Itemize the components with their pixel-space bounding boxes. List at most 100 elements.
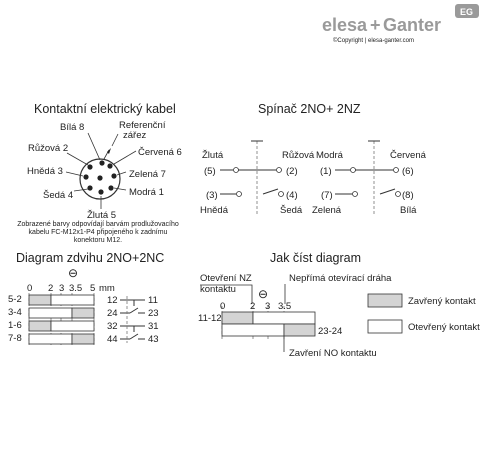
contact-terminal: [276, 167, 282, 173]
contact-terminal: [233, 167, 239, 173]
brand-logo: elesa + Ganter EG ©Copyright | elesa-gan…: [322, 4, 479, 44]
travel-tick-2: 2: [48, 283, 53, 294]
cable-note-line1: Zobrazené barvy odpovídají barvám prodlu…: [17, 221, 179, 228]
switch-terminal-7: (7): [321, 190, 333, 201]
legend-closed-label: Zavřený kontakt: [408, 296, 476, 307]
legend-open-label: Otevřený kontakt: [408, 322, 480, 333]
travel-tick-3: 3: [59, 283, 64, 294]
travel-terminal: 31: [148, 321, 159, 332]
travel-row-label: 7-8: [8, 333, 22, 344]
leader-line: [66, 152, 89, 166]
copyright: ©Copyright | elesa-ganter.com: [333, 37, 414, 44]
connector-pin: [87, 185, 93, 191]
contact-terminal: [352, 191, 358, 197]
travel-bar-closed: [28, 294, 52, 306]
switch-terminal-1: (1): [320, 166, 332, 177]
leader-line: [111, 133, 119, 147]
switch-terminal-2: (2): [286, 166, 298, 177]
leader-line: [116, 171, 127, 176]
travel-title: Diagram zdvihu 2NO+2NC: [16, 251, 164, 265]
howto-no-close: Zavření NO kontaktu: [289, 348, 377, 359]
connector-pin: [87, 164, 93, 170]
travel-axis-unit: mm: [99, 283, 115, 294]
travel-bar-open: [50, 294, 95, 306]
travel-bar-closed: [71, 307, 95, 319]
no-contact-symbol: [129, 307, 139, 314]
travel-bar-closed: [71, 333, 95, 345]
travel-tick-5: 5: [90, 283, 95, 294]
howto-tick-3-5: 3.5: [278, 301, 291, 312]
switch-label-white: Bílá: [400, 205, 417, 216]
howto-diagram: [200, 284, 403, 352]
switch-label-pink: Růžová: [282, 150, 315, 161]
pin-label-pink: Růžová 2: [28, 143, 68, 154]
travel-bar-open: [50, 320, 95, 332]
leader-line: [113, 150, 137, 165]
travel-bar-closed: [28, 320, 52, 332]
contact-terminal: [236, 191, 242, 197]
cable-note-line3: konektoru M12.: [74, 237, 122, 244]
travel-direction-icon: ⊖: [68, 266, 78, 280]
travel-tick-3-5: 3.5: [69, 283, 82, 294]
switch-label-yellow: Žlutá: [202, 150, 224, 161]
connector-pin: [111, 173, 117, 179]
switch-schematic: [220, 140, 401, 214]
no-contact-bar: [379, 188, 396, 195]
pin-label-blue: Modrá 1: [129, 187, 164, 198]
switch-label-brown: Hnědá: [200, 205, 229, 216]
travel-row-label: 1-6: [8, 320, 22, 331]
howto-bar-open: [221, 323, 285, 337]
leader-line: [65, 171, 84, 177]
pin-label-gray: Šedá 4: [43, 190, 73, 201]
travel-terminal: 23: [148, 308, 159, 319]
cable-title: Kontaktní elektrický kabel: [34, 102, 176, 116]
legend-open-swatch: [367, 319, 403, 334]
brand-plus: +: [370, 15, 381, 35]
travel-row-label: 5-2: [8, 294, 22, 305]
howto-nc-open-line2: kontaktu: [200, 284, 236, 295]
switch-label-blue: Modrá: [316, 150, 344, 161]
callout-line: [200, 284, 253, 304]
switch-terminal-8: (8): [402, 190, 414, 201]
leader-line: [73, 188, 89, 192]
pin-label-red: Červená 6: [138, 147, 182, 158]
travel-terminal: 43: [148, 334, 159, 345]
switch-label-red: Červená: [390, 150, 427, 161]
switch-terminal-5: (5): [204, 166, 216, 177]
travel-terminal: 24: [107, 308, 118, 319]
switch-label-green: Zelená: [312, 205, 342, 216]
pin-label-brown: Hnědá 3: [27, 166, 63, 177]
switch-title: Spínač 2NO+ 2NZ: [258, 102, 361, 116]
switch-label-gray: Šedá: [280, 205, 303, 216]
howto-bar-open: [252, 311, 316, 325]
brand-badge-text: EG: [460, 7, 473, 17]
notch-label-line1: Referenční: [119, 120, 166, 131]
brand-badge: [455, 4, 479, 18]
howto-direction-icon: ⊖: [258, 287, 268, 301]
travel-tick-0: 0: [27, 283, 32, 294]
leader-line: [87, 132, 101, 161]
travel-terminal: 44: [107, 334, 118, 345]
contact-terminal: [350, 167, 356, 173]
howto-row-bottom: 23-24: [318, 326, 342, 337]
pin-label-green: Zelená 7: [129, 169, 166, 180]
pin-label-white: Bílá 8: [60, 122, 84, 133]
howto-row-top: 11-12: [198, 313, 222, 324]
contact-terminal: [395, 191, 401, 197]
howto-title: Jak číst diagram: [270, 251, 361, 265]
contact-terminal: [393, 167, 399, 173]
howto-positive-opening: Nepřímá otevírací dráha: [289, 273, 392, 284]
travel-terminal: 11: [148, 295, 158, 306]
connector-pin: [98, 189, 104, 195]
connector-pin: [107, 163, 113, 169]
travel-row-label: 3-4: [8, 307, 22, 318]
connector-pin: [83, 174, 89, 180]
contact-terminal: [278, 191, 284, 197]
brand-name-right: Ganter: [383, 15, 441, 35]
travel-terminal: 32: [107, 321, 118, 332]
howto-bar-closed: [283, 323, 316, 337]
brand-name-left: elesa: [322, 15, 368, 35]
switch-terminal-6: (6): [402, 166, 414, 177]
connector-diagram: [65, 132, 137, 209]
